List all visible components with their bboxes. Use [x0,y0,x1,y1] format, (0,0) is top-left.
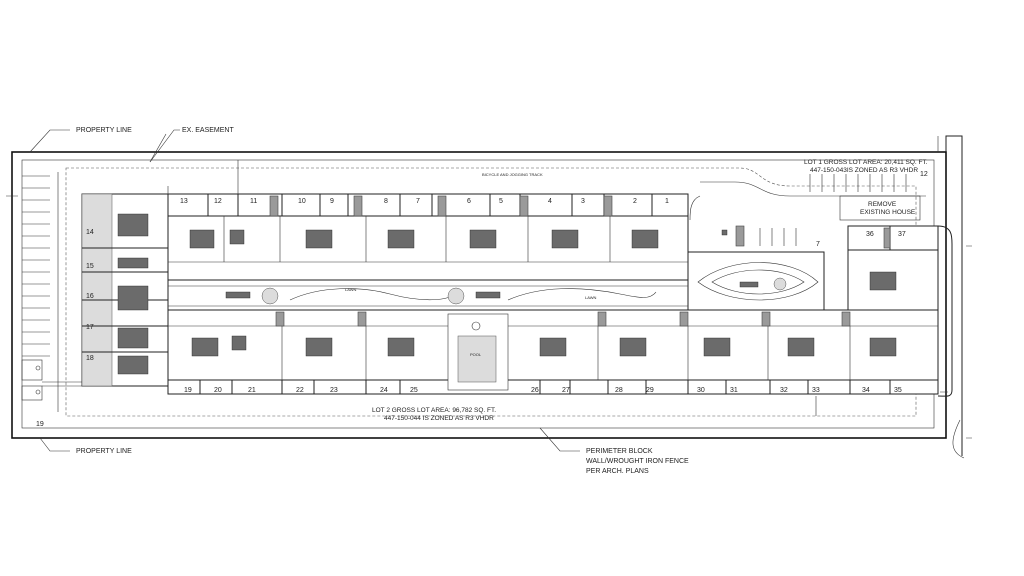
unit-number: 14 [86,229,94,236]
bottom-units-furniture [191,271,897,357]
unit-number: 36 [866,231,874,238]
unit-number: 3 [581,198,585,205]
unit-number: 19 [184,387,192,394]
unit-number: 6 [467,198,471,205]
unit-number: 22 [296,387,304,394]
unit-number: 10 [298,198,306,205]
parking-count-12: 12 [920,171,928,178]
unit-number: 33 [812,387,820,394]
pool-area: POOL [447,313,509,391]
perimeter-label-2: WALL/WROUGHT IRON FENCE [586,458,689,465]
unit-number: 11 [250,198,257,205]
property-line-top-label: PROPERTY LINE [76,127,132,134]
remove-house-note: REMOVE [868,201,897,208]
unit-number: 4 [548,198,552,205]
perimeter-label-3: PER ARCH. PLANS [586,468,649,475]
courtyard: LAWN LAWN [168,285,688,307]
unit-number: 21 [248,387,256,394]
unit-number: 9 [330,198,334,205]
unit-number: 12 [214,198,222,205]
existing-house-note: EXISTING HOUSE [860,209,916,216]
unit-labels-right: 36 37 [866,231,906,238]
unit-number: 34 [862,387,870,394]
unit-number: 2 [633,198,637,205]
top-right-parking [759,174,921,246]
bottom-units-grid [168,311,938,394]
right-block-grid [848,226,938,251]
unit-labels-bottom: 19 20 21 22 23 24 25 26 27 28 29 30 31 3… [184,387,902,394]
left-parking [22,175,50,357]
unit-number: 16 [86,293,94,300]
unit-number: 31 [730,387,738,394]
unit-number: 35 [894,387,902,394]
lawn-label-2: LAWN [585,295,597,300]
perimeter-label-1: PERIMETER BLOCK [586,448,653,455]
lot2-zoning-note: 447-150-044 IS ZONED AS R3 VHDR [384,415,494,422]
unit-labels-left: 14 15 16 17 18 [86,229,94,362]
unit-number: 25 [410,387,418,394]
unit-number: 29 [646,387,654,394]
unit-number: 7 [416,198,420,205]
lot1-zoning-note: 447-150-043IS ZONED AS R3 VHDR [810,167,918,174]
unit-number: 26 [531,387,539,394]
main-building [81,193,953,397]
street-edge [945,135,963,456]
unit-number: 32 [780,387,788,394]
lawn-label-1: LAWN [345,287,357,292]
ex-easement-label: EX. EASEMENT [182,127,234,134]
right-oval-courtyard [697,262,819,301]
unit-number: 30 [697,387,705,394]
left-units-grid [82,213,168,375]
unit-number: 37 [898,231,906,238]
property-boundary [11,151,947,439]
property-line-bottom-label: PROPERTY LINE [76,448,132,455]
parking-count-7: 7 [816,241,820,248]
unit-number: 17 [86,324,94,331]
unit-number: 20 [214,387,222,394]
unit-number: 15 [86,263,94,270]
lot1-area-note: LOT 1 GROSS LOT AREA: 20,411 SQ. FT. [804,159,928,166]
unit-number: 27 [562,387,570,394]
unit-labels-top: 13 12 11 10 9 8 7 6 5 4 3 2 1 [180,198,669,205]
top-units-furniture [189,229,659,249]
unit-number: 18 [86,355,94,362]
unit-number: 24 [380,387,388,394]
unit-number: 5 [499,198,503,205]
lot2-area-note: LOT 2 GROSS LOT AREA: 96,782 SQ. FT. [372,407,496,414]
top-units-grid [168,194,688,263]
unit-number: 1 [665,198,669,205]
track-label: BICYCLE AND JOGGING TRACK [482,172,543,177]
parking-count-19: 19 [36,421,44,428]
pool-label: POOL [470,352,482,357]
unit-number: 13 [180,198,188,205]
unit-number: 8 [384,198,388,205]
unit-number: 28 [615,387,623,394]
unit-number: 23 [330,387,338,394]
